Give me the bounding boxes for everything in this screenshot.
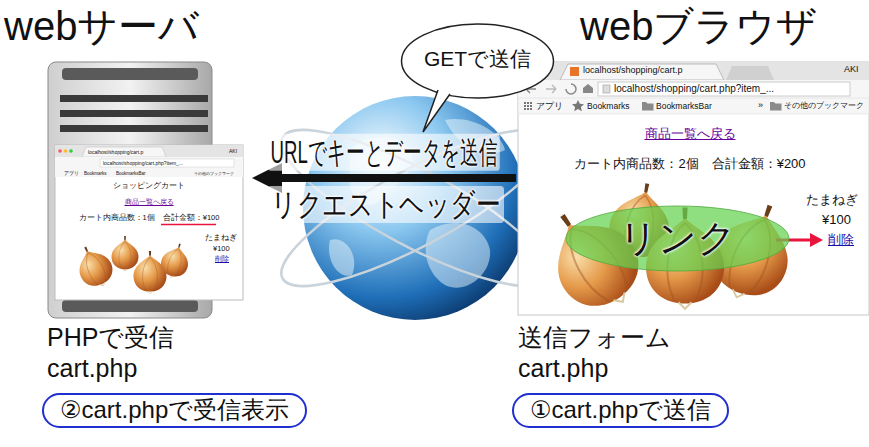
window-dot <box>64 149 68 153</box>
home-icon <box>583 84 593 93</box>
url-text: localhost/shopping/cart.php?item_... <box>614 83 774 95</box>
screen-frame <box>55 145 243 300</box>
onion <box>134 251 167 294</box>
tab <box>82 147 166 157</box>
folder-icon <box>642 102 654 111</box>
step-badge: ①cart.phpで送信 <box>512 393 729 428</box>
request-header-label: リクエストヘッダー <box>268 186 504 223</box>
back-link: 商品一覧へ戻る <box>125 198 174 206</box>
folder-icon <box>770 102 782 111</box>
file-name: cart.php <box>518 353 608 383</box>
edge-label: URLでキーとデータを送信 <box>268 134 500 171</box>
user-name: AKI <box>229 148 237 154</box>
cart-summary: カート内商品数：2個 合計金額：¥200 <box>574 156 805 172</box>
empty-tab <box>726 66 774 80</box>
tower-vent <box>60 125 208 132</box>
user-name: AKI <box>844 64 859 75</box>
server-machine: ショッピングカート商品一覧へ戻るカート内商品数：1個 合計金額：¥100 たまねぎ… <box>40 60 248 322</box>
back-link: 商品一覧へ戻る <box>645 126 736 142</box>
tab-title: localhost/shopping/cart.p <box>88 149 143 155</box>
forward-icon <box>546 85 556 93</box>
url-field <box>100 159 234 167</box>
favicon <box>570 67 579 76</box>
pointer-head <box>810 233 823 247</box>
url-field <box>598 82 850 96</box>
section-heading: webサーバ <box>4 2 199 50</box>
bookmark-item: その他のブックマーク <box>194 171 234 176</box>
bookmark-item: アプリ <box>64 171 79 176</box>
bookmark-item: BookmarksBar <box>116 171 146 176</box>
item-name: たまねぎ <box>205 233 237 242</box>
page-heading: ショッピングカート <box>113 181 185 191</box>
delete-link: 削除 <box>215 255 229 263</box>
bubble-text: GETで送信 <box>424 46 531 71</box>
browser-window <box>518 62 869 325</box>
page-icon <box>603 85 610 93</box>
caption-text: PHPで受信 <box>47 322 174 352</box>
item-price: ¥100 <box>822 212 851 228</box>
server-screen <box>55 145 243 300</box>
link-text: リンク <box>619 216 736 262</box>
speech-bubble: GETで送信 <box>400 22 555 100</box>
bookmark-item: » <box>758 100 763 111</box>
bookmark-item: アプリ <box>536 101 563 111</box>
badge-text: ①cart.phpで送信 <box>530 396 711 425</box>
request-arrow <box>272 174 516 182</box>
url-text: localhost/shopping/cart.php?item_... <box>103 160 183 166</box>
bubble-body <box>402 24 554 98</box>
tab-title: localhost/shopping/cart.p <box>583 65 683 76</box>
tower-foot <box>62 300 198 312</box>
bookmarks-bar <box>518 98 869 114</box>
item-price: ¥100 <box>213 244 230 253</box>
onion <box>70 240 118 293</box>
ellipse-shape <box>566 206 789 271</box>
window-dot <box>69 149 73 153</box>
tab-bar <box>518 62 869 80</box>
tab-bar <box>55 145 243 157</box>
browser-window: リンクwebブラウザ商品一覧へ戻るカート内商品数：2個 合計金額：¥200たまね… <box>518 62 869 315</box>
star-icon <box>572 100 584 111</box>
tower-vent <box>60 95 208 102</box>
bookmark-item: その他のブックマーク <box>784 101 864 110</box>
caption-text: 送信フォーム <box>518 322 671 352</box>
delete-link: 削除 <box>828 232 854 248</box>
bookmark-item: Bookmarks <box>587 101 630 111</box>
tower-handle <box>62 68 198 80</box>
onion <box>158 240 193 281</box>
onion <box>112 236 139 271</box>
apps-icon <box>524 102 532 110</box>
bookmark-item: BookmarksBar <box>656 101 712 111</box>
server-screen-window: ショッピングカート商品一覧へ戻るカート内商品数：1個 合計金額：¥100 たまねぎ… <box>55 145 243 300</box>
cart-summary: カート内商品数：1個 合計金額：¥100 <box>79 213 220 222</box>
url-bar <box>518 80 869 98</box>
section-heading: webブラウザ <box>580 2 817 50</box>
badge-text: ②cart.phpで受信表示 <box>60 396 289 425</box>
item-name: たまねぎ <box>806 192 858 208</box>
step-badge: ②cart.phpで受信表示 <box>42 393 307 428</box>
reload-icon <box>566 84 576 94</box>
continent <box>329 239 354 276</box>
bookmark-item: Bookmarks <box>84 171 107 176</box>
window-dot <box>58 149 62 153</box>
bubble-tail <box>423 90 450 132</box>
link-ellipse: リンク <box>565 205 790 272</box>
url-bar <box>55 157 243 169</box>
tower-vent <box>60 110 208 117</box>
bookmarks-bar <box>55 169 243 177</box>
file-name: cart.php <box>47 353 137 383</box>
highlight-underline <box>161 224 216 226</box>
tab <box>560 64 724 80</box>
